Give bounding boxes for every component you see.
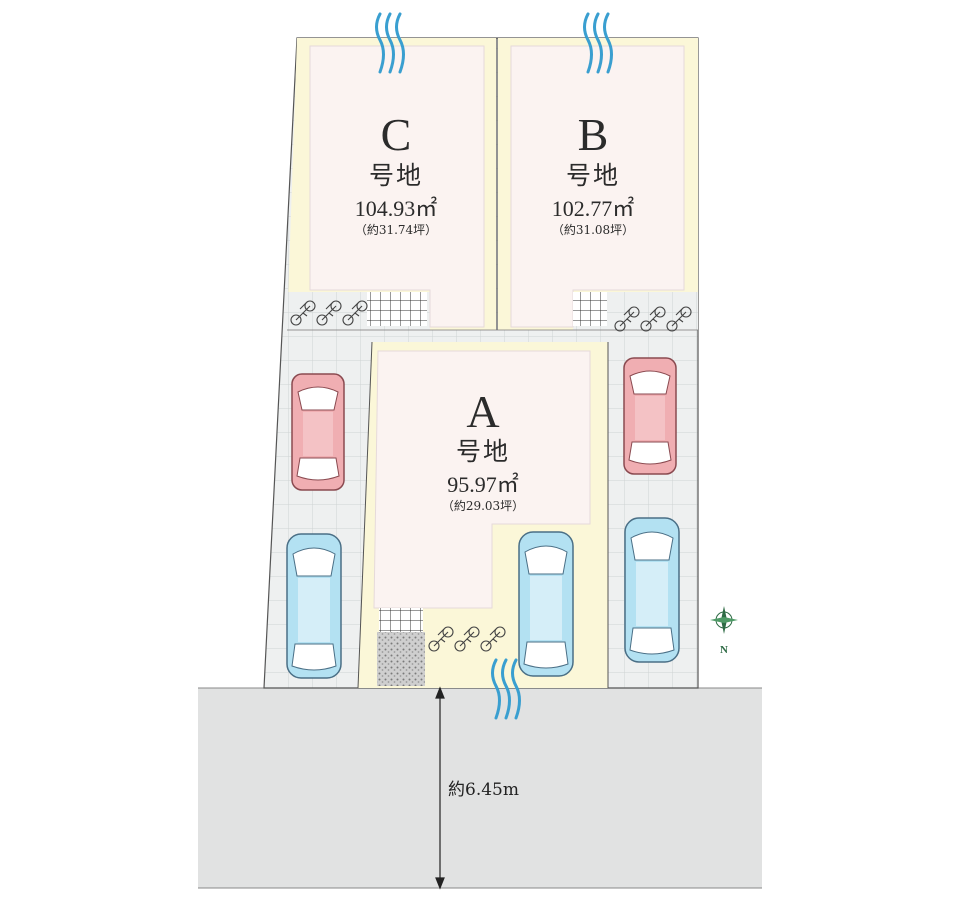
lot-b-name: 号地 <box>566 161 620 190</box>
water-symbol-icon <box>583 12 613 74</box>
lot-divider-left <box>357 341 373 689</box>
road <box>198 688 762 888</box>
lot-c-tsubo: （約31.74坪） <box>355 222 437 237</box>
car-icon <box>286 533 342 679</box>
lot-a-letter: A <box>466 386 499 437</box>
gravel-a <box>377 632 425 686</box>
lot-c-building <box>309 45 485 328</box>
dimension-arrow-icon <box>435 686 445 890</box>
grate-a <box>379 608 423 632</box>
car-icon <box>518 531 574 677</box>
lot-c-name: 号地 <box>369 161 423 190</box>
lot-b-area: 102.77㎡ <box>552 196 635 221</box>
grate-c <box>367 292 427 326</box>
car-icon <box>624 517 680 663</box>
compass-north-label: N <box>720 644 728 656</box>
water-symbol-icon <box>375 12 405 74</box>
compass-icon <box>710 606 738 634</box>
lot-b-building <box>510 45 685 328</box>
car-icon <box>623 357 677 475</box>
lot-b-letter: B <box>578 109 609 160</box>
lot-c-letter: C <box>381 109 412 160</box>
road-width-label: 約6.45m <box>448 780 519 800</box>
grate-b <box>573 292 607 326</box>
water-symbol-icon <box>491 658 521 720</box>
lot-c-area: 104.93㎡ <box>355 196 438 221</box>
lot-a-area: 95.97㎡ <box>447 472 519 497</box>
lot-a-building <box>373 350 591 609</box>
lot-a-tsubo: （約29.03坪） <box>442 498 524 513</box>
car-icon <box>291 373 345 491</box>
lot-b-tsubo: （約31.08坪） <box>552 222 634 237</box>
lot-a-name: 号地 <box>456 437 510 466</box>
